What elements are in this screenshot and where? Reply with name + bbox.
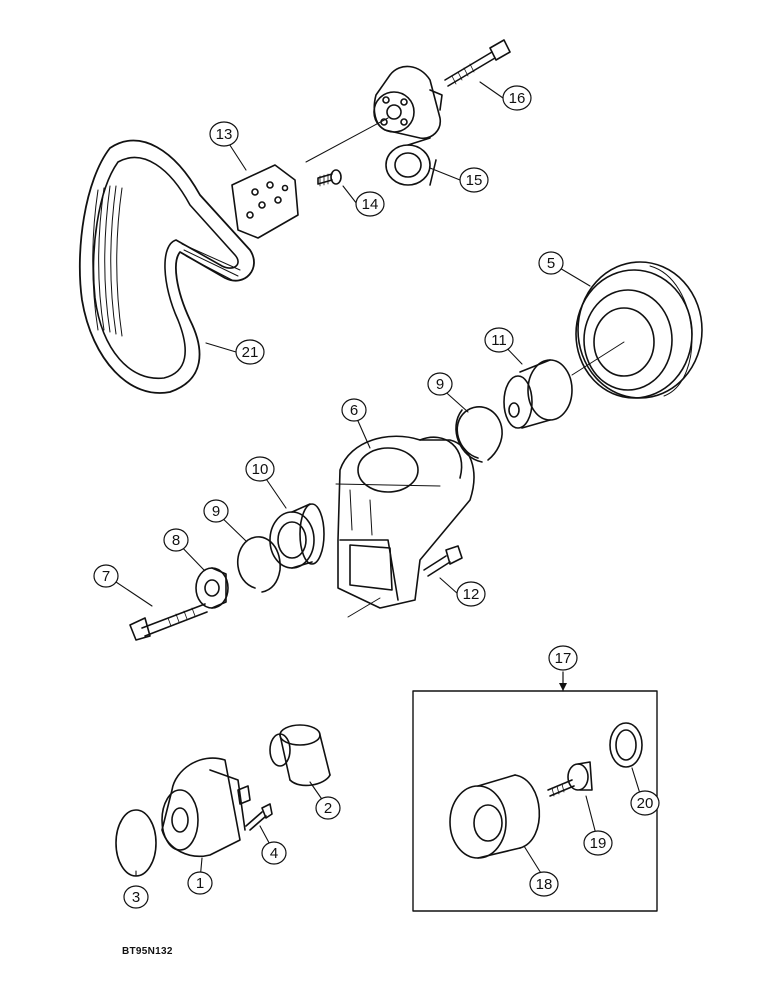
svg-text:5: 5 — [547, 255, 555, 272]
svg-text:18: 18 — [536, 876, 553, 893]
svg-text:12: 12 — [463, 586, 480, 603]
svg-text:15: 15 — [466, 172, 483, 189]
hub-11 — [503, 341, 625, 429]
svg-text:16: 16 — [509, 90, 526, 107]
shaft-19 — [547, 761, 593, 797]
callout-18: 18 — [529, 871, 559, 897]
callout-17: 17 — [548, 645, 578, 671]
svg-text:20: 20 — [637, 795, 654, 812]
snap-ring-9-lower — [236, 536, 281, 593]
callout-1: 1 — [187, 871, 213, 895]
bearing-10 — [269, 503, 325, 569]
idler-pulley-18 — [449, 774, 541, 859]
callout-9-upper: 9 — [427, 372, 453, 396]
svg-text:14: 14 — [362, 196, 379, 213]
callout-7: 7 — [93, 564, 119, 588]
svg-text:8: 8 — [172, 532, 180, 549]
svg-text:9: 9 — [436, 376, 444, 393]
callout-16: 16 — [502, 85, 532, 111]
bracket-13 — [231, 164, 299, 239]
svg-text:13: 13 — [216, 126, 233, 143]
o-ring-3 — [115, 809, 157, 877]
callout-9-lower: 9 — [203, 499, 229, 523]
callout-3: 3 — [123, 885, 149, 909]
callout-12: 12 — [456, 581, 486, 607]
svg-text:9: 9 — [212, 503, 220, 520]
belt-21 — [78, 139, 255, 394]
callout-8: 8 — [163, 528, 189, 552]
svg-text:7: 7 — [102, 568, 110, 585]
screw-7 — [129, 603, 208, 641]
svg-text:2: 2 — [324, 800, 332, 817]
bolt-16 — [444, 39, 511, 87]
callout-2: 2 — [315, 796, 341, 820]
screw-4 — [245, 803, 273, 831]
document-code: BT95N132 — [122, 946, 173, 957]
callout-20: 20 — [630, 790, 660, 816]
callout-4: 4 — [261, 841, 287, 865]
svg-text:21: 21 — [242, 344, 259, 361]
svg-text:11: 11 — [491, 332, 507, 349]
callout-14: 14 — [355, 191, 385, 217]
callout-5: 5 — [538, 251, 564, 275]
callout-11: 11 — [484, 327, 514, 353]
tensioner-15 — [305, 65, 443, 186]
callout-15: 15 — [459, 167, 489, 193]
callout-19: 19 — [583, 830, 613, 856]
pulley-5 — [575, 261, 703, 399]
bolt-12 — [423, 545, 463, 577]
housing-6 — [335, 435, 475, 618]
sleeve-2 — [269, 724, 331, 787]
pump-1 — [161, 757, 251, 857]
svg-text:17: 17 — [555, 650, 572, 667]
callout-21: 21 — [235, 339, 265, 365]
screw-14 — [317, 169, 342, 187]
svg-text:10: 10 — [252, 461, 269, 478]
svg-text:19: 19 — [590, 835, 607, 852]
svg-text:4: 4 — [270, 845, 278, 862]
snap-ring-9-upper — [455, 406, 503, 463]
callout-6: 6 — [341, 398, 367, 422]
callout-13: 13 — [209, 121, 239, 147]
callout-10: 10 — [245, 456, 275, 482]
washer-8 — [195, 567, 229, 609]
svg-text:6: 6 — [350, 402, 358, 419]
svg-text:1: 1 — [196, 875, 204, 892]
svg-text:3: 3 — [132, 889, 140, 906]
seal-20 — [609, 722, 643, 768]
